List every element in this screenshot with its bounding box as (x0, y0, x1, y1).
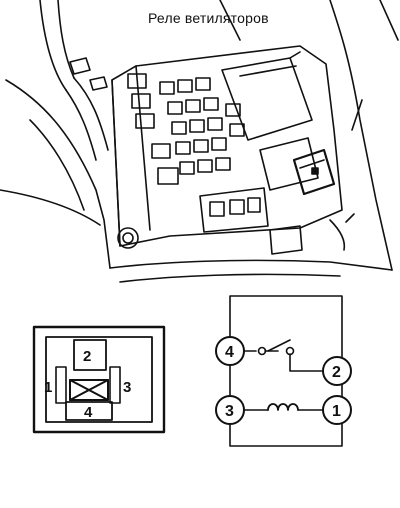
relay-circuit-schematic (215, 295, 352, 447)
terminal-1-label: 1 (332, 403, 341, 420)
relay-caption: Реле ветиляторов (148, 10, 269, 26)
connector-pin-1-label: 1 (44, 379, 52, 396)
terminal-3-label: 3 (225, 403, 234, 420)
connector-pin-2-label: 2 (83, 348, 91, 365)
relay-connector-diagram (32, 325, 166, 434)
terminal-2-label: 2 (332, 364, 341, 381)
connector-pin-3-label: 3 (123, 379, 131, 396)
engine-bay-illustration (0, 0, 399, 283)
connector-pin-4-label: 4 (84, 404, 93, 421)
terminal-4-label: 4 (225, 344, 234, 361)
